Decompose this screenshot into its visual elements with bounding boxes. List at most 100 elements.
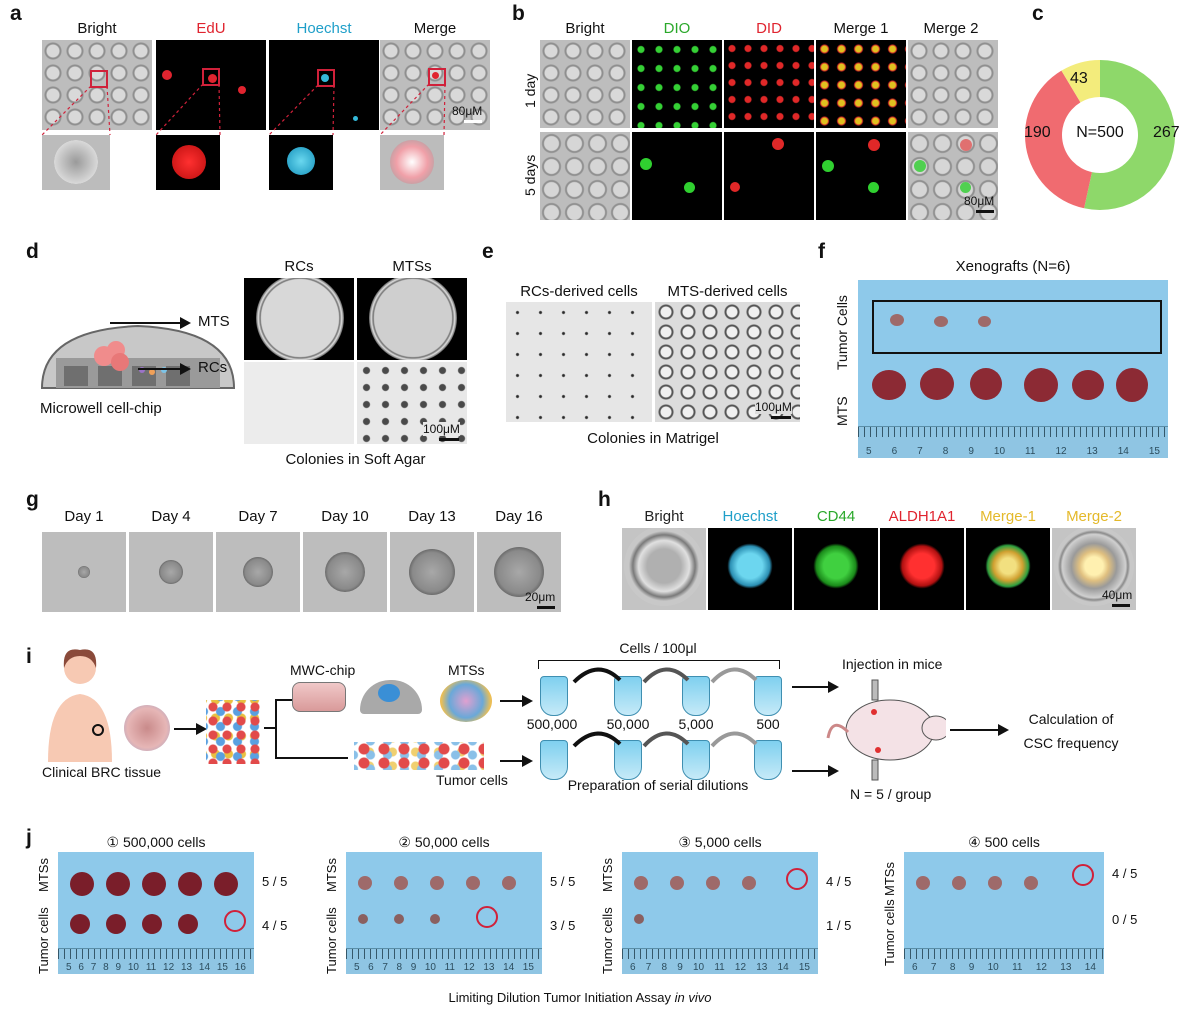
panel-e-label: e (482, 240, 494, 263)
j-ruler-tick-4-9: 9 (968, 962, 975, 973)
c-donut-slice-43 (1061, 60, 1100, 103)
f-ruler-tick-15: 15 (1148, 446, 1160, 457)
b-5day-merge2: 80μM (908, 132, 998, 220)
i-arrow-inject-2 (792, 770, 828, 772)
i-calc-line1: Calculation of (1028, 711, 1114, 727)
g-day-label-6: Day 16 (495, 508, 543, 525)
i-arrow-inject-2-head (828, 765, 839, 777)
j-row-mts-4: MTSs (882, 862, 897, 896)
j-ruler-tick-4-13: 13 (1060, 962, 1072, 973)
i-dilution-50000: 50,000 (606, 716, 650, 732)
g-day-label-1: Day 1 (64, 508, 104, 525)
i-mts-label: MTSs (448, 662, 485, 678)
j-cell-tumor-2-1 (358, 914, 368, 924)
h-image-4 (880, 528, 964, 610)
j-ruler-tick-4-11: 11 (1012, 962, 1023, 973)
g-spheroid-1 (78, 566, 90, 578)
j-ruler-tick-2-6: 6 (368, 962, 374, 973)
i-tube-8 (754, 740, 782, 780)
h-image-6: 40μm (1052, 528, 1136, 610)
j-ruler-tick-1-8: 8 (103, 962, 109, 973)
j-mts-tumor-2-3 (430, 876, 444, 890)
d-label-rcs: RCs (198, 359, 228, 376)
i-arrow-1-head (196, 723, 207, 735)
b-scale-bar (976, 210, 994, 213)
f-ruler-tick-14: 14 (1117, 446, 1129, 457)
j-mts-tumor-1-5 (214, 872, 238, 896)
j-ruler-tick-1-12: 12 (163, 962, 175, 973)
j-row-tumor-4: Tumor cells (882, 899, 897, 966)
g-spheroid-4 (325, 552, 365, 592)
a-scale-bar (464, 120, 482, 123)
j-cell-tumor-3-1 (634, 914, 644, 924)
j-mts-count-4: 4 / 5 (1112, 866, 1138, 881)
h-header-2: Hoechst (722, 508, 778, 525)
j-mts-tumor-4-3 (988, 876, 1002, 890)
j-ruler-tick-1-15: 15 (216, 962, 228, 973)
j-mts-tumor-2-4 (466, 876, 480, 890)
h-scale-bar (1112, 604, 1130, 607)
a-scale-label: 80μM (452, 104, 483, 118)
j-mts-tumor-2-5 (502, 876, 516, 890)
j-mts-tumor-3-1 (634, 876, 648, 890)
h-cell-3 (796, 528, 876, 606)
f-ruler-tick-12: 12 (1055, 446, 1067, 457)
g-day-image-2 (129, 532, 213, 612)
j-ruler-tick-3-7: 7 (645, 962, 652, 973)
i-cells-per-label: Cells / 100μl (619, 640, 697, 656)
j-ruler-tick-2-5: 5 (354, 962, 360, 973)
j-cell-tumor-1-1 (70, 914, 90, 934)
j-ruler-tick-1-5: 5 (66, 962, 72, 973)
j-ruler-tick-4-10: 10 (987, 962, 999, 973)
b-1day-did (724, 40, 814, 128)
j-small-tumor-circle-3 (786, 868, 808, 890)
j-mts-tumor-1-2 (106, 872, 130, 896)
j-ruler-tick-3-9: 9 (677, 962, 683, 973)
g-day-label-4: Day 10 (321, 508, 369, 525)
h-header-1: Bright (644, 508, 684, 525)
h-header-5: Merge-1 (980, 508, 1036, 525)
i-arrow-inject-1 (792, 686, 828, 688)
j-ruler-tick-2-14: 14 (503, 962, 515, 973)
g-spheroid-2 (159, 560, 183, 584)
j-row-tumor-1: Tumor cells (36, 907, 51, 974)
j-row-tumor-2: Tumor cells (324, 907, 339, 974)
j-group-title-2: ② 50,000 cells (398, 834, 490, 850)
i-tumor-cells-illustration (354, 742, 484, 770)
b-5day-dio (632, 132, 722, 220)
f-ruler-tick-9: 9 (968, 446, 974, 457)
g-day-image-3 (216, 532, 300, 612)
d-arrow-mts-head (180, 317, 191, 329)
j-mts-tumor-4-4 (1024, 876, 1038, 890)
c-center-label: N=500 (1076, 124, 1124, 141)
a-header-edu: EdU (196, 20, 226, 37)
d-arrow-mts (110, 322, 180, 324)
b-1day-dio (632, 40, 722, 128)
j-ruler-tick-3-13: 13 (756, 962, 768, 973)
g-day-image-6: 20μm (477, 532, 561, 612)
i-patient-illustration (48, 649, 112, 762)
i-chip-label: MWC-chip (290, 662, 356, 678)
i-mouse-illustration (826, 679, 946, 781)
i-tube-3 (682, 676, 710, 716)
f-ruler-tick-5: 5 (866, 446, 872, 457)
e-rcs-image (506, 302, 652, 422)
i-cell-mix (206, 700, 262, 764)
c-value-43: 43 (1070, 70, 1088, 87)
a-zoom-lines (41, 83, 446, 136)
a-header-bright: Bright (77, 20, 117, 37)
i-arrow-calc (950, 729, 998, 731)
j-ruler-tick-1-11: 11 (145, 962, 157, 973)
b-5day-merge1 (816, 132, 906, 220)
j-ruler-tick-3-6: 6 (630, 962, 636, 973)
h-header-4: ALDH1A1 (888, 508, 956, 525)
j-cell-tumor-2-2 (394, 914, 404, 924)
panel-i-label: i (26, 645, 32, 668)
panel-d-label: d (26, 240, 39, 263)
h-cell-5 (968, 528, 1048, 606)
